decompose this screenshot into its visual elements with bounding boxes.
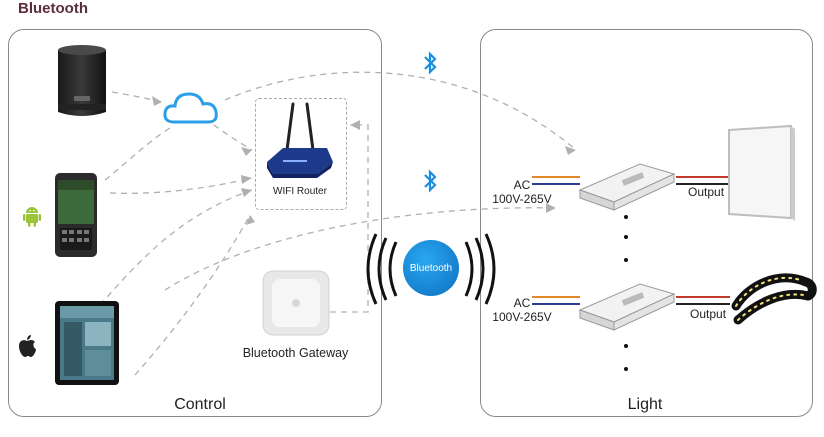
continuation-dots bbox=[624, 344, 628, 371]
led-strip-icon bbox=[731, 273, 817, 325]
bluetooth-hub-label: Bluetooth bbox=[409, 262, 453, 274]
bluetooth-waves-icon bbox=[366, 233, 496, 305]
output-wires-top bbox=[676, 176, 730, 185]
router-box bbox=[255, 98, 347, 210]
input-wires-top bbox=[532, 176, 580, 185]
light-panel bbox=[480, 29, 813, 417]
bluetooth-hub: Bluetooth bbox=[403, 240, 459, 296]
bluetooth-symbol-icon bbox=[424, 51, 437, 75]
bluetooth-symbol-icon bbox=[424, 169, 437, 193]
ac-input-label-bottom: AC 100V-265V bbox=[490, 296, 554, 324]
led-panel-icon bbox=[728, 124, 795, 221]
output-label-top: Output bbox=[688, 185, 725, 199]
ac-label: AC bbox=[513, 296, 531, 310]
gateway-label: Bluetooth Gateway bbox=[242, 346, 349, 360]
router-label: WIFI Router bbox=[273, 186, 327, 197]
input-wires-bottom bbox=[532, 296, 580, 305]
apple-logo-icon bbox=[19, 335, 36, 357]
voltage-label: 100V-265V bbox=[492, 310, 552, 324]
wifi-router-icon bbox=[267, 102, 333, 178]
cloud-icon bbox=[163, 92, 218, 124]
control-panel-label: Control bbox=[174, 396, 226, 413]
android-phone-icon bbox=[55, 173, 97, 257]
led-driver-icon bbox=[578, 163, 676, 211]
diagram-title: Bluetooth bbox=[18, 0, 88, 17]
android-logo-icon bbox=[23, 207, 41, 227]
light-panel-label: Light bbox=[627, 396, 663, 413]
ac-input-label-top: AC 100V-265V bbox=[490, 178, 554, 206]
output-wires-bottom bbox=[676, 296, 730, 305]
output-label-bottom: Output bbox=[690, 307, 727, 321]
smart-speaker-icon bbox=[58, 45, 106, 116]
ac-label: AC bbox=[513, 178, 531, 192]
led-driver-icon bbox=[578, 283, 676, 331]
voltage-label: 100V-265V bbox=[492, 192, 552, 206]
bluetooth-gateway-icon bbox=[262, 270, 330, 336]
tablet-icon bbox=[55, 301, 119, 385]
continuation-dots bbox=[624, 215, 628, 262]
